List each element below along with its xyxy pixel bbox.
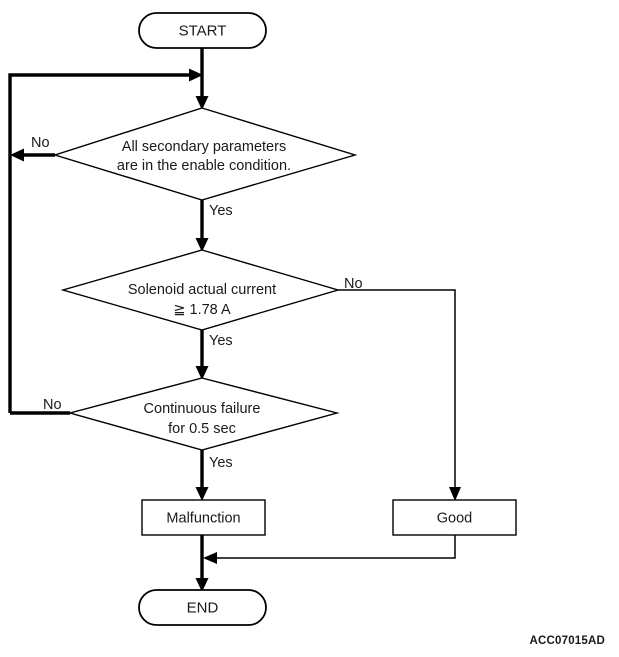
branch-label-decision2-yes: Yes [209, 333, 233, 349]
branch-label-decision3-yes: Yes [209, 455, 233, 471]
start-label: START [179, 22, 227, 39]
connector-start-to-decision1 [195, 48, 209, 110]
decision3-line2: for 0.5 sec [168, 421, 236, 437]
branch-label-decision2-no: No [344, 276, 363, 292]
connector-loopback-to-trunk [8, 68, 203, 413]
decision2-line1: Solenoid actual current [128, 282, 276, 298]
reference-code: ACC07015AD [529, 635, 605, 647]
good-label: Good [437, 510, 472, 526]
node-malfunction: Malfunction [141, 499, 266, 536]
connector-decision2-no [338, 289, 461, 501]
node-good: Good [392, 499, 517, 536]
connector-malfunction-down [195, 535, 209, 592]
connector-decision2-yes [195, 330, 209, 380]
connector-decision3-yes [195, 450, 209, 501]
decision3-line1: Continuous failure [144, 401, 261, 417]
branch-label-decision1-yes: Yes [209, 203, 233, 219]
end-label: END [187, 599, 219, 616]
decision1-line2: are in the enable condition. [117, 158, 291, 174]
decision2-line2: ≧ 1.78 A [173, 302, 231, 318]
node-decision-solenoid-current: Solenoid actual current ≧ 1.78 A [60, 249, 341, 331]
connector-decision1-no [10, 148, 55, 162]
node-end: END [138, 589, 267, 626]
node-decision-secondary-parameters: All secondary parameters are in the enab… [52, 107, 358, 201]
malfunction-label: Malfunction [166, 510, 240, 526]
node-start: START [138, 12, 267, 49]
connector-decision1-yes [195, 200, 209, 252]
node-decision-continuous-failure: Continuous failure for 0.5 sec [67, 377, 340, 451]
connector-good-merge [203, 535, 456, 564]
decision1-line1: All secondary parameters [122, 139, 286, 155]
branch-label-decision1-no: No [31, 135, 50, 151]
branch-label-decision3-no: No [43, 397, 62, 413]
